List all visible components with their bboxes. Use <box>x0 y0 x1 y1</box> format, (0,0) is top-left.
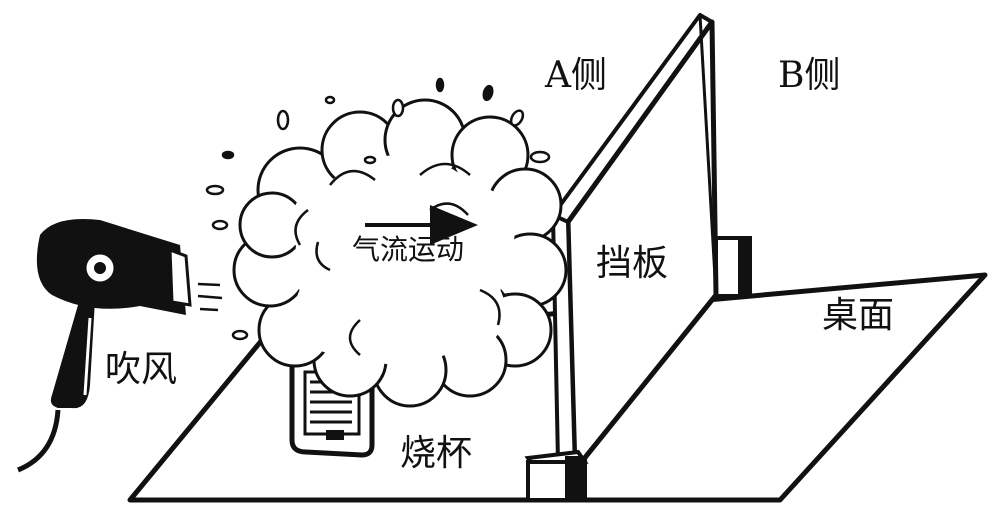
label-side-a: A侧 <box>545 55 607 96</box>
label-blow: 吹风 <box>105 349 178 390</box>
label-table: 桌面 <box>822 295 895 336</box>
smoke-droplets <box>205 77 551 341</box>
back-support-block <box>714 236 752 298</box>
label-side-b: B侧 <box>778 55 841 96</box>
label-airflow: 气流运动 <box>352 233 465 266</box>
label-beaker: 烧杯 <box>400 433 473 474</box>
air-puff-lines <box>197 282 223 312</box>
label-baffle: 挡板 <box>596 243 669 284</box>
hair-dryer-icon <box>17 219 192 473</box>
front-support-block <box>524 449 589 502</box>
